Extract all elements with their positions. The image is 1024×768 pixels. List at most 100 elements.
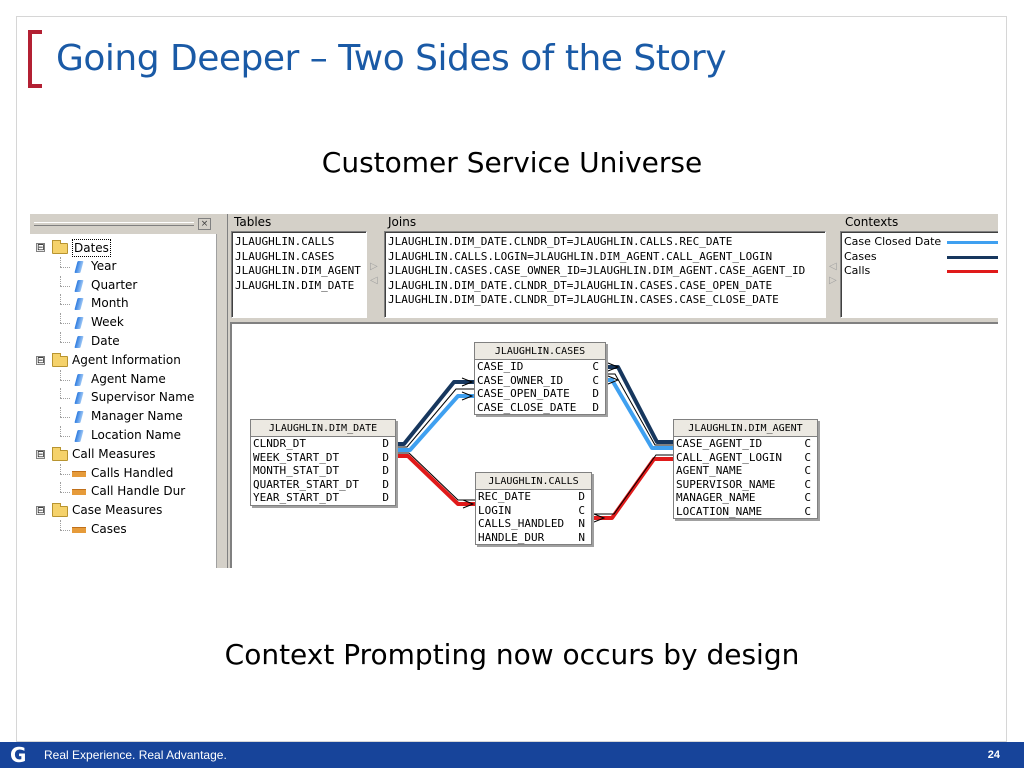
joins-list[interactable]: JLAUGHLIN.DIM_DATE.CLNDR_DT=JLAUGHLIN.CA… [384, 231, 826, 318]
join-line-case-close-date[interactable] [396, 394, 474, 452]
tree-folder-label: Agent Information [72, 352, 181, 367]
tree-object-label: Week [91, 315, 124, 330]
join-line-calls-login[interactable] [592, 457, 673, 520]
join-line-calls-rec-date[interactable] [396, 454, 475, 506]
column-type: D [592, 400, 599, 414]
column-name: CASE_OPEN_DATE [477, 387, 570, 400]
tree-object-label: Supervisor Name [91, 390, 195, 405]
tree-folder[interactable]: ⊟ Call Measures [30, 445, 217, 464]
join-list-item[interactable]: JLAUGHLIN.DIM_DATE.CLNDR_DT=JLAUGHLIN.CA… [388, 293, 779, 306]
context-list-item[interactable]: Case Closed Date [844, 235, 942, 248]
tree-object[interactable]: Manager Name [30, 407, 217, 426]
collapse-toggle-icon[interactable]: ⊟ [36, 355, 45, 366]
tree-connector [60, 407, 61, 418]
table-list-item[interactable]: JLAUGHLIN.CASES [235, 249, 335, 263]
tree-object[interactable]: Date [30, 332, 217, 351]
tree-object[interactable]: Quarter [30, 275, 217, 295]
join-list-item[interactable]: JLAUGHLIN.DIM_DATE.CLNDR_DT=JLAUGHLIN.CA… [388, 278, 773, 292]
join-list-item[interactable]: JLAUGHLIN.DIM_DATE.CLNDR_DT=JLAUGHLIN.CA… [388, 235, 733, 248]
tree-object[interactable]: Week [30, 313, 217, 332]
collapse-toggle-icon[interactable]: ⊟ [36, 506, 45, 517]
tree-object-label: Agent Name [91, 371, 166, 386]
column-type: D [382, 477, 389, 491]
crows-foot-icon [593, 513, 606, 523]
table-list-item[interactable]: JLAUGHLIN.CALLS [235, 235, 335, 248]
join-line-cases-open-date[interactable] [396, 380, 474, 446]
tree-object[interactable]: Cases [30, 520, 217, 539]
tree-object[interactable]: Supervisor Name [30, 388, 217, 407]
tree-object[interactable]: Year [30, 256, 217, 276]
column-name: MONTH_STAT_DT [253, 464, 340, 477]
arrow-right-icon[interactable]: ▷ [829, 275, 837, 286]
tree-object[interactable]: Calls Handled [30, 463, 217, 483]
column-type: C [804, 437, 811, 450]
context-list-item[interactable]: Cases [844, 249, 877, 263]
tree-object-label: Date [91, 334, 120, 348]
tree-connector [60, 388, 61, 399]
column-type: D [592, 387, 599, 400]
close-icon[interactable]: × [198, 218, 211, 230]
arrow-left-icon[interactable]: ◁ [370, 275, 378, 286]
tree-object[interactable]: Call Handle Dur [30, 482, 217, 501]
dimension-icon [74, 392, 84, 405]
column-name: AGENT_NAME [676, 464, 743, 477]
dimension-icon [74, 260, 84, 273]
panel-grip[interactable] [34, 222, 194, 226]
tree-folder[interactable]: ⊟Dates [30, 238, 217, 257]
tree-folder-label: Case Measures [72, 503, 163, 518]
collapse-toggle-icon[interactable]: ⊟ [36, 243, 45, 253]
join-line-cases-owner[interactable] [606, 365, 673, 444]
column-name: LOGIN [478, 503, 512, 517]
schema-column[interactable]: CASE_OPEN_DATE D [475, 387, 605, 401]
schema-table-title: JLAUGHLIN.DIM_AGENT [674, 420, 817, 437]
join-thin-line [592, 454, 673, 515]
tree-object[interactable]: Location Name [30, 426, 217, 445]
join-line-agent-context[interactable] [606, 378, 673, 450]
tree-object-label: Manager Name [91, 409, 183, 424]
context-list-item[interactable]: Calls [844, 264, 871, 277]
tree-folder-label: Call Measures [72, 446, 156, 461]
arrow-right-icon[interactable]: ▷ [370, 261, 378, 272]
tree-folder[interactable]: ⊟ Case Measures [30, 501, 217, 520]
panel-splitter[interactable] [217, 214, 228, 568]
arrow-left-icon[interactable]: ◁ [829, 261, 837, 272]
join-list-item[interactable]: JLAUGHLIN.CASES.CASE_OWNER_ID=JLAUGHLIN.… [388, 264, 806, 277]
column-type: N [578, 530, 585, 544]
tree-object[interactable]: Agent Name [30, 369, 217, 389]
tree-connector [60, 294, 61, 305]
table-list-item[interactable]: JLAUGHLIN.DIM_AGENT [235, 264, 361, 277]
join-lines [396, 362, 673, 523]
join-list-item[interactable]: JLAUGHLIN.CALLS.LOGIN=JLAUGHLIN.DIM_AGEN… [388, 249, 773, 263]
collapse-toggle-icon[interactable]: ⊟ [36, 449, 45, 460]
tree-folder[interactable]: ⊟ Agent Information [30, 351, 217, 370]
tree-object[interactable]: Month [30, 294, 217, 313]
tree-object-label: Location Name [91, 428, 181, 442]
table-list-item[interactable]: JLAUGHLIN.DIM_DATE [235, 278, 355, 292]
